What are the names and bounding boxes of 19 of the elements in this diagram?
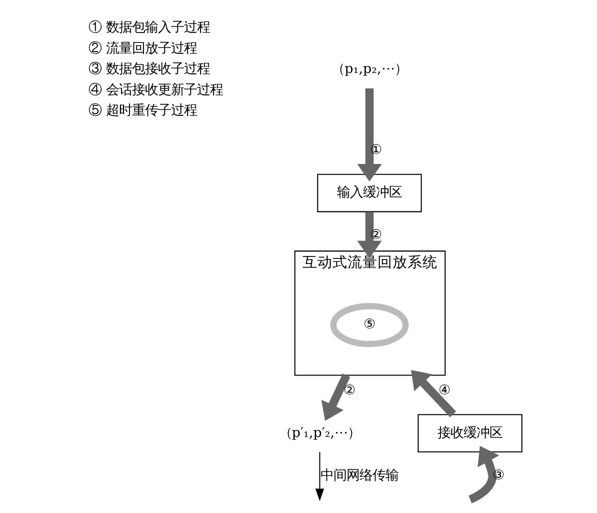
node-box: 输入缓冲区 bbox=[316, 174, 422, 212]
edge-label: 中间网络传输 bbox=[320, 467, 398, 484]
edge-label: ④ bbox=[438, 382, 450, 398]
arrow bbox=[356, 212, 382, 258]
arrow bbox=[356, 88, 382, 182]
node-box: 接收缓冲区 bbox=[417, 414, 522, 452]
label: ③ 数据包接收子过程 bbox=[88, 61, 210, 78]
node-ellipse: ⑤ bbox=[330, 303, 408, 348]
arrow bbox=[320, 373, 350, 421]
arrow bbox=[468, 446, 499, 504]
label: ① 数据包输入子过程 bbox=[88, 20, 210, 36]
arrow bbox=[314, 452, 324, 502]
label: ② 流量回放子过程 bbox=[88, 40, 196, 56]
label: ④ 会话接收更新子过程 bbox=[88, 82, 222, 98]
node-text: （p′₁,p′₂,⋯） bbox=[278, 424, 360, 441]
label: ⑤ 超时重传子过程 bbox=[88, 102, 196, 119]
arrow bbox=[410, 370, 456, 418]
node-text: （p₁,p₂,⋯） bbox=[331, 61, 407, 78]
edge-label: ② bbox=[342, 382, 355, 398]
